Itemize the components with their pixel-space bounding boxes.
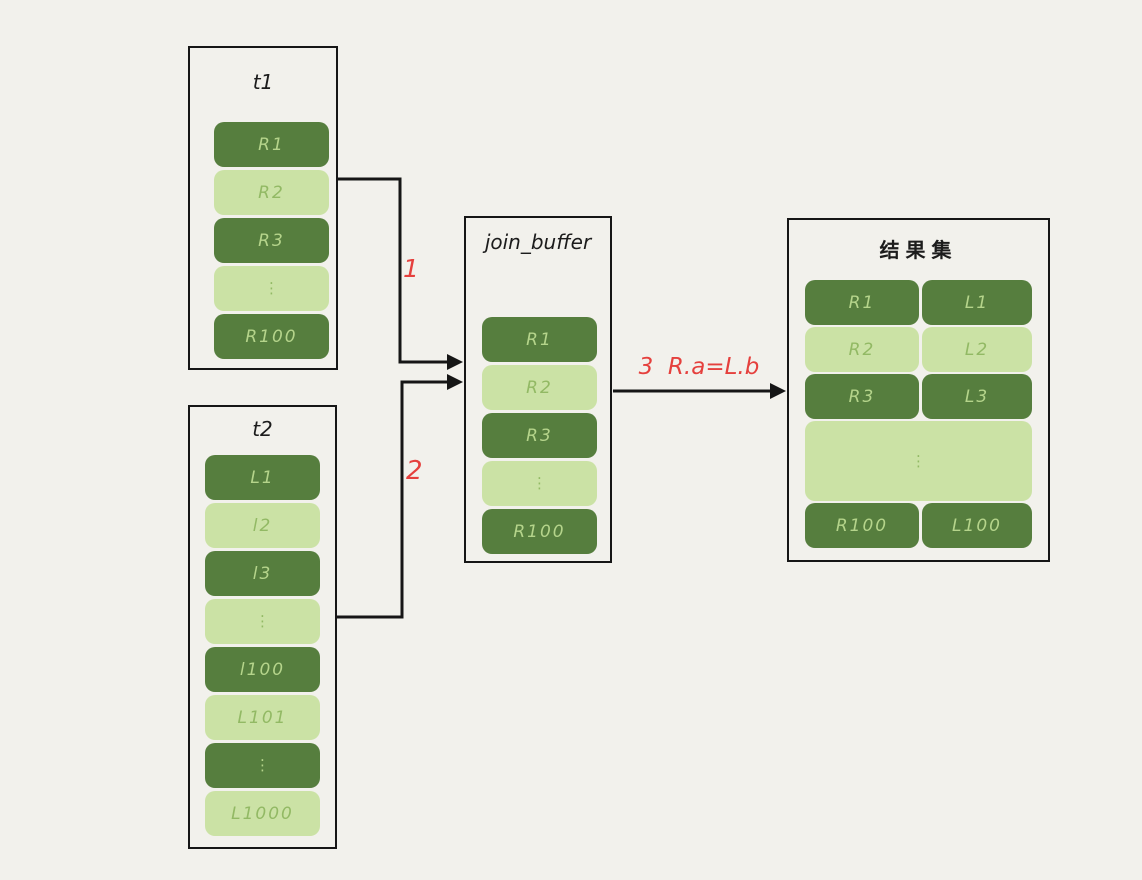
arrow-2-head-icon: [447, 374, 463, 390]
join-buffer-title: join_buffer: [484, 230, 592, 254]
result-set-rows: R1 L1 R2 L2 R3 L3 ⋮ R100 L100: [805, 280, 1032, 548]
table-row: L1000: [205, 791, 320, 836]
join-buffer-box: join_buffer R1 R2 R3 ⋮ R100: [464, 216, 612, 563]
table-row-ellipsis: ⋮: [805, 421, 1032, 501]
arrow-3-label: 3 R.a=L.b: [638, 354, 760, 380]
table-row-ellipsis: ⋮: [482, 461, 597, 506]
table-row: R1 L1: [805, 280, 1032, 325]
table-row: R1: [482, 317, 597, 362]
join-buffer-rows: R1 R2 R3 ⋮ R100: [482, 317, 597, 554]
table-t2-rows: L1 l2 l3 ⋮ l100 L101 ⋮ L1000: [205, 455, 320, 836]
arrow-2-line: [337, 380, 449, 619]
table-row: R2: [214, 170, 329, 215]
table-row-ellipsis: ⋮: [205, 743, 320, 788]
table-row: l2: [205, 503, 320, 548]
arrow-1-head-icon: [447, 354, 463, 370]
result-cell-left: R3: [805, 374, 919, 419]
table-row: L101: [205, 695, 320, 740]
table-row-ellipsis: ⋮: [205, 599, 320, 644]
arrow-2-label: 2: [406, 456, 423, 486]
table-row: L1: [205, 455, 320, 500]
table-row: R3 L3: [805, 374, 1032, 419]
table-t1-box: t1 R1 R2 R3 ⋮ R100: [188, 46, 338, 370]
table-row: R1: [214, 122, 329, 167]
table-t1-rows: R1 R2 R3 ⋮ R100: [214, 122, 329, 359]
table-row: R100: [482, 509, 597, 554]
table-row: R2 L2: [805, 327, 1032, 372]
result-cell-left: R1: [805, 280, 919, 325]
table-row: R3: [214, 218, 329, 263]
table-row: l100: [205, 647, 320, 692]
table-row: R2: [482, 365, 597, 410]
arrow-3-head-icon: [770, 383, 786, 399]
table-row: l3: [205, 551, 320, 596]
table-row: R100 L100: [805, 503, 1032, 548]
result-cell-right: L2: [922, 327, 1032, 372]
result-set-box: 结果集 R1 L1 R2 L2 R3 L3 ⋮ R100 L100: [787, 218, 1050, 562]
table-t2-box: t2 L1 l2 l3 ⋮ l100 L101 ⋮ L1000: [188, 405, 337, 849]
result-set-title: 结果集: [879, 238, 958, 262]
result-cell-right: L3: [922, 374, 1032, 419]
result-cell-right: L100: [922, 503, 1032, 548]
table-t2-title: t2: [252, 417, 273, 441]
result-cell-left: R2: [805, 327, 919, 372]
table-row: R3: [482, 413, 597, 458]
arrow-1-label: 1: [403, 254, 419, 283]
result-cell-right: L1: [922, 280, 1032, 325]
result-cell-left: R100: [805, 503, 919, 548]
table-row-ellipsis: ⋮: [214, 266, 329, 311]
table-t1-title: t1: [252, 70, 274, 94]
table-row: R100: [214, 314, 329, 359]
arrow-1-line: [338, 177, 449, 364]
